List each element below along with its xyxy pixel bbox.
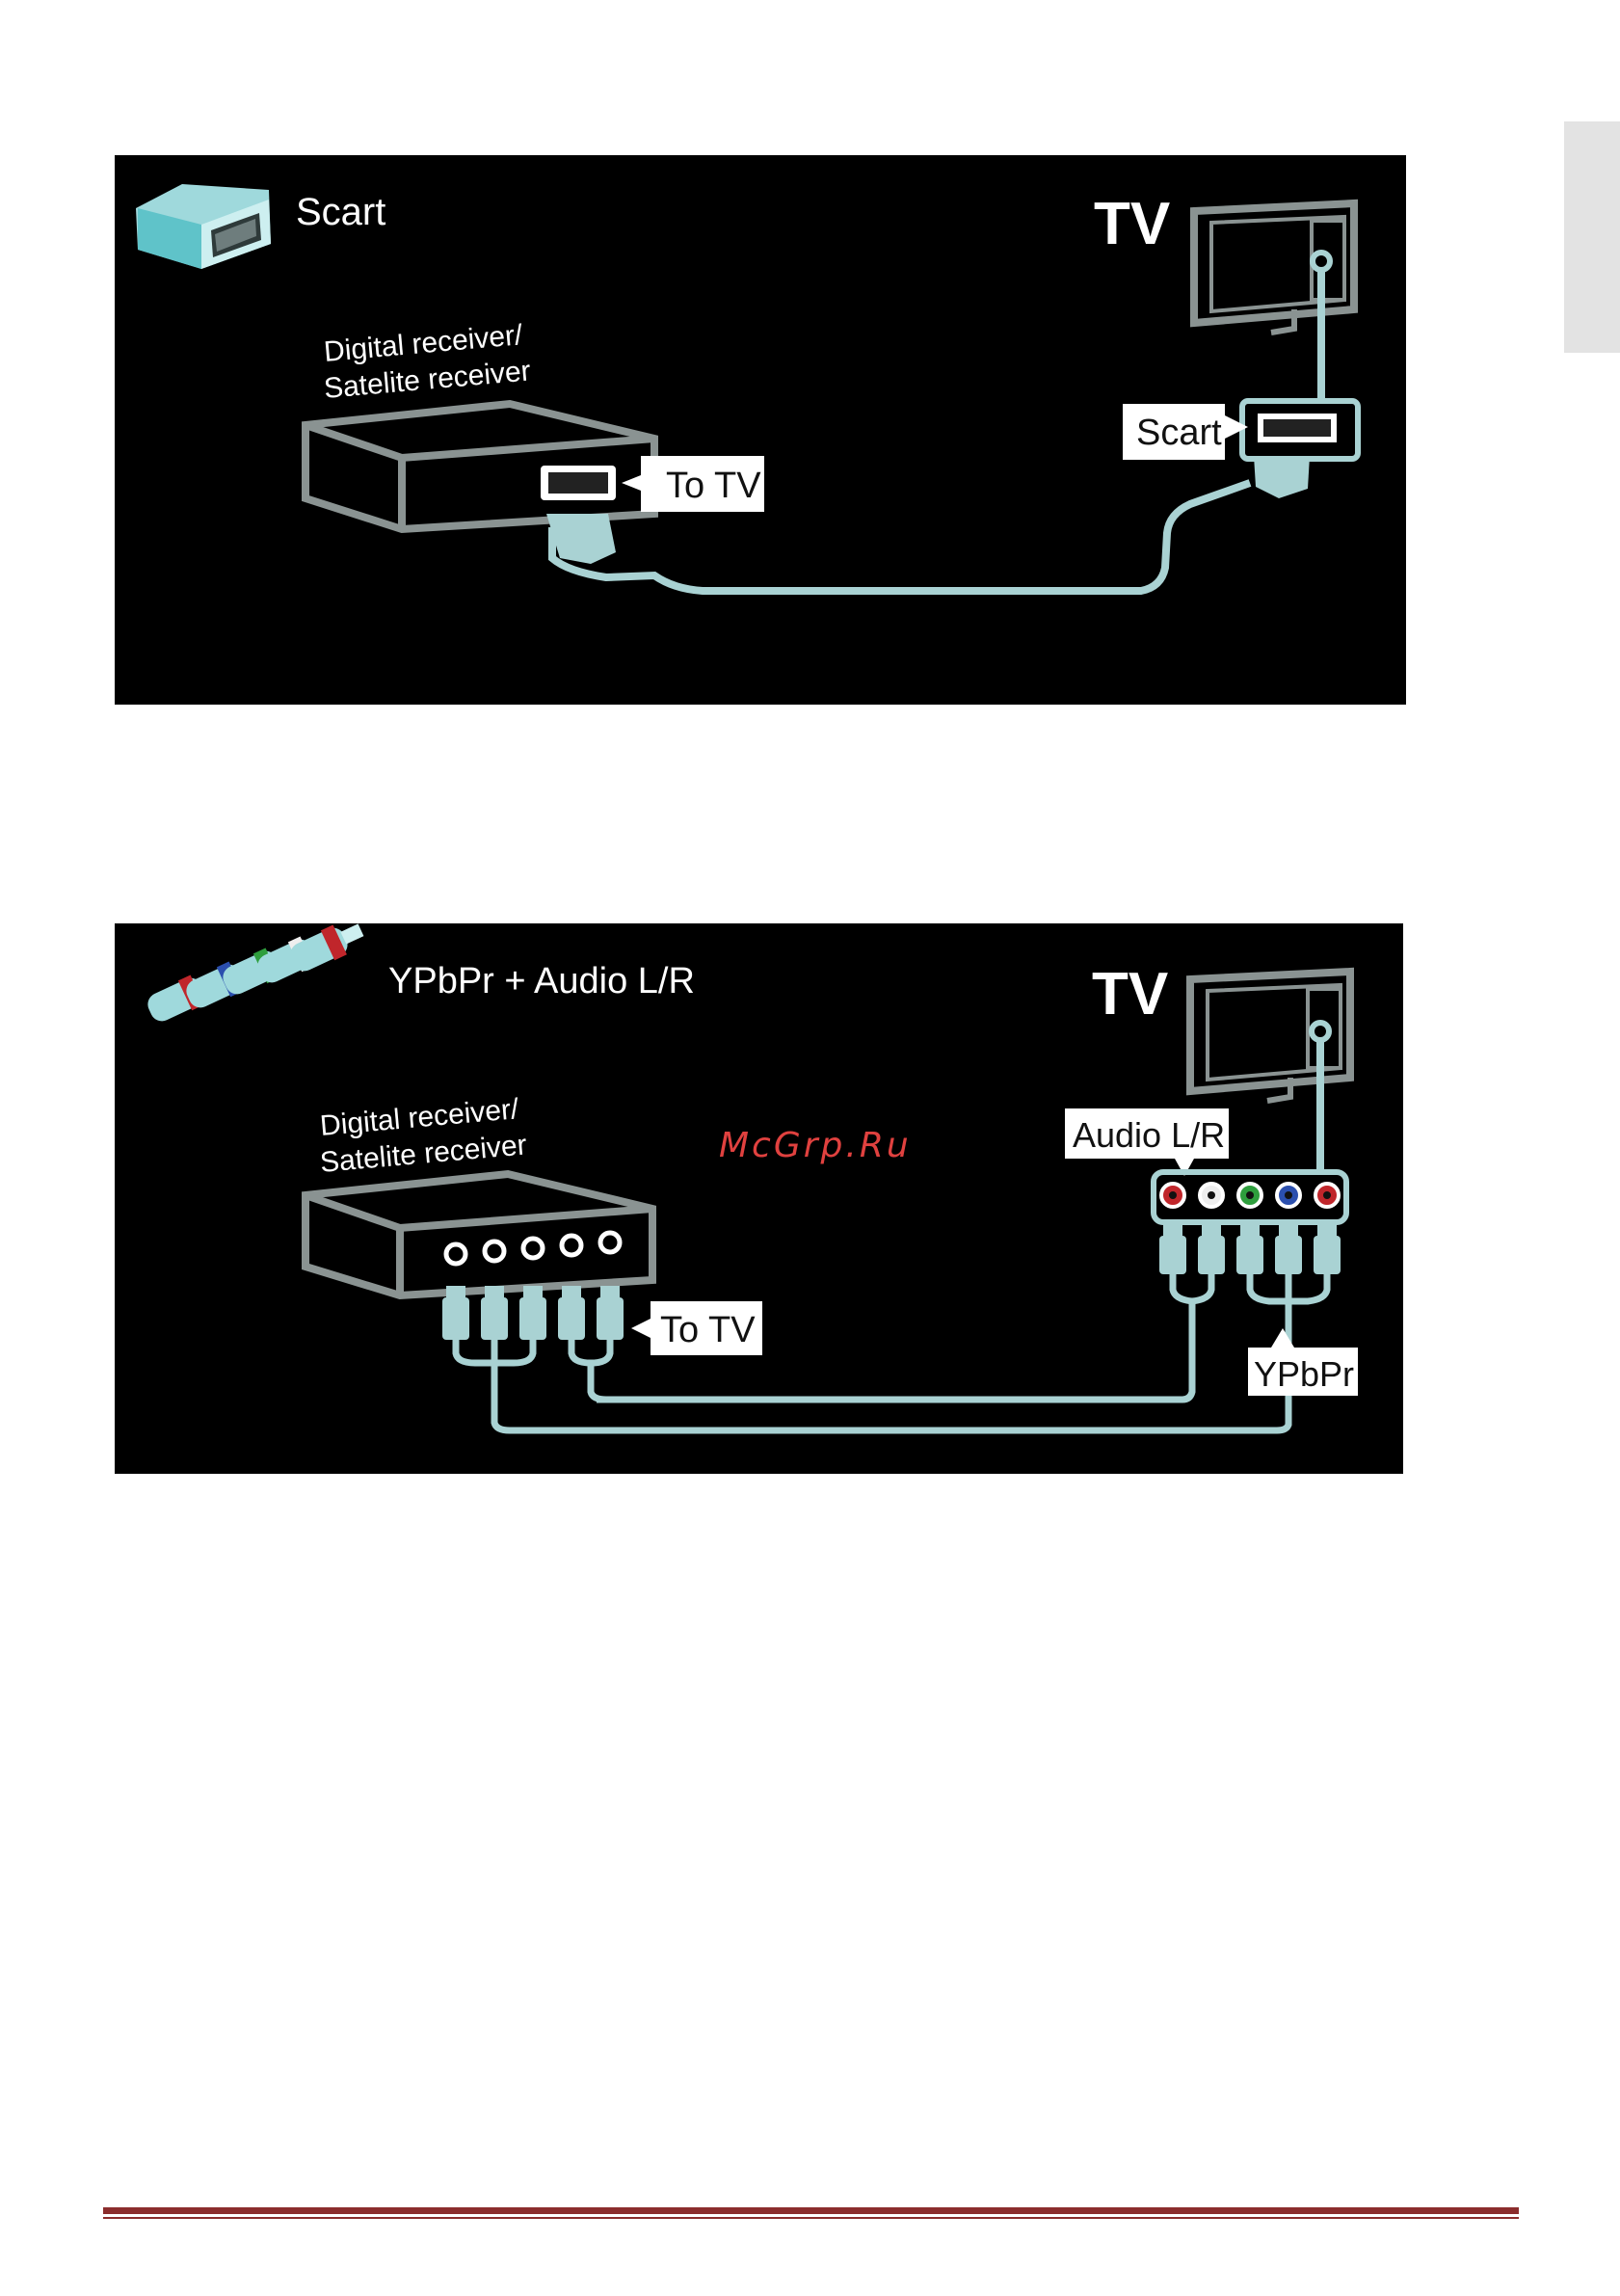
ypbpr-diagram: YPbPr + Audio L/R TV Audio L/R [115, 923, 1403, 1474]
tv-label: TV [1094, 191, 1170, 257]
tv-label: TV [1092, 961, 1168, 1028]
scart-diagram-panel: Scart TV Scart Digital receiver/ Satelit… [115, 155, 1406, 705]
panel-title: Scart [296, 191, 385, 233]
side-tab [1564, 121, 1620, 353]
ypbpr-label: YPbPr [1254, 1354, 1354, 1394]
panel-title: YPbPr + Audio L/R [388, 961, 695, 1001]
tv-jacks [1161, 1184, 1339, 1207]
to-tv-label: To TV [666, 466, 761, 506]
scart-connector-icon [136, 184, 271, 269]
receiver-icon [305, 1174, 652, 1295]
scart-diagram: Scart TV Scart Digital receiver/ Satelit… [115, 155, 1406, 705]
rca-connectors-icon [144, 923, 368, 1027]
footer-rule-thin [103, 2217, 1519, 2219]
audio-lr-label: Audio L/R [1073, 1115, 1225, 1155]
footer-rule [103, 2207, 1519, 2214]
watermark: McGrp.Ru [719, 1126, 912, 1165]
scart-port-label: Scart [1136, 413, 1222, 453]
to-tv-label: To TV [660, 1310, 756, 1350]
ypbpr-diagram-panel: YPbPr + Audio L/R TV Audio L/R [115, 923, 1403, 1474]
